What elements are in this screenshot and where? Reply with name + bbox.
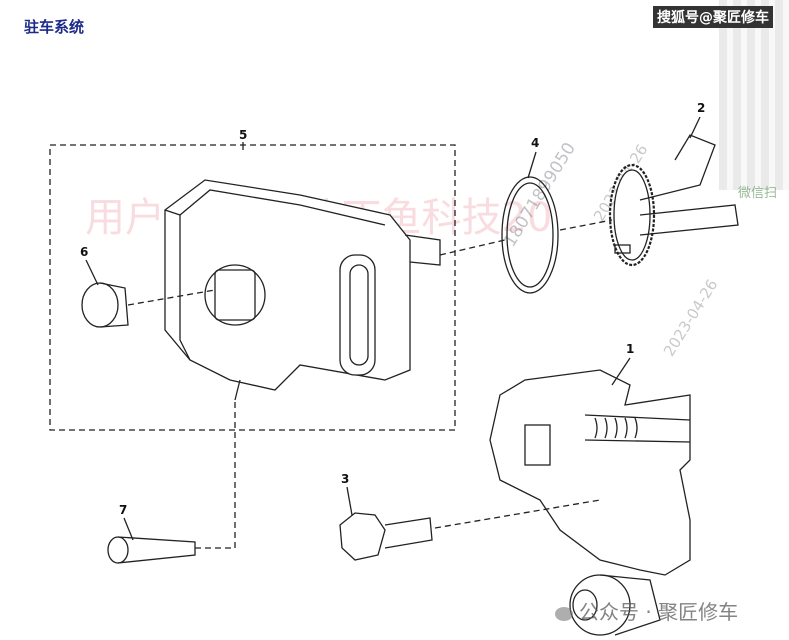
page-title: 驻车系统	[24, 18, 85, 36]
wechat-watermark: 微信扫	[738, 186, 778, 201]
part-4-o-ring	[501, 176, 559, 294]
callout-5: 5	[239, 128, 248, 142]
assembly-lines	[127, 219, 613, 549]
part-3-bolt	[339, 512, 433, 561]
part-6-cap	[81, 282, 129, 328]
callout-4: 4	[531, 136, 540, 150]
callout-7: 7	[119, 503, 128, 517]
part-7-screw	[107, 536, 196, 564]
callout-1: 1	[626, 342, 635, 356]
wechat-icon	[555, 606, 573, 621]
assembly-5-boundary	[49, 144, 456, 431]
leader-lines	[85, 116, 701, 541]
footer-text: 公众号 · 聚匠修车	[579, 600, 739, 624]
source-badge: 搜狐号@聚匠修车	[653, 6, 773, 28]
qr-code-watermark	[719, 0, 789, 190]
part-5-actuator-motor	[164, 179, 441, 401]
callout-3: 3	[341, 472, 350, 486]
footer-watermark: 公众号 · 聚匠修车	[555, 596, 738, 625]
part-2-gear	[608, 134, 739, 267]
callout-2: 2	[697, 101, 706, 115]
part-1-caliper-bracket	[489, 369, 691, 636]
callout-6: 6	[80, 245, 89, 259]
